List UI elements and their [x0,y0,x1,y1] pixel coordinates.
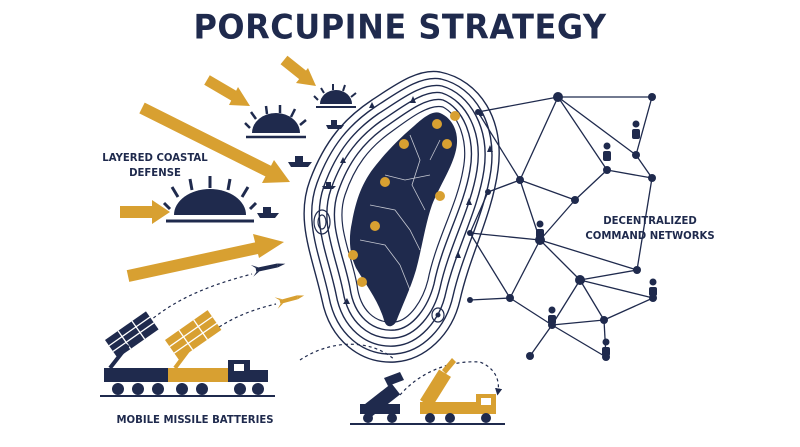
command-node-icon [600,316,608,324]
person-icon [602,338,610,356]
command-node-icon [633,266,641,274]
command-node-icon [575,275,585,285]
command-node-icon [485,189,491,195]
incoming-arrow-icon [126,234,284,282]
page-title: PORCUPINE STRATEGY [193,7,607,47]
incoming-arrow-icon [120,200,170,224]
command-node-icon [571,196,579,204]
network-nodes [467,92,657,361]
incoming-arrow-icon [139,102,290,183]
coastal-defense-label: LAYERED COASTAL DEFENSE [95,150,215,180]
command-node-icon [648,93,656,101]
command-networks-label-line1: DECENTRALIZED [603,214,697,227]
command-node-icon [516,176,524,184]
naval-mines [162,84,357,223]
missile-launcher-truck-icon [104,311,174,395]
defense-contour-rings [303,70,500,363]
person-icon [536,220,544,238]
naval-mine-icon [313,84,357,108]
island [348,111,460,327]
person-icon [649,278,657,296]
coastal-defense-label-line1: LAYERED COASTAL [102,151,208,164]
command-node-icon [526,352,534,360]
defense-site-markers [348,111,460,287]
missile-launcher-truck-icon [165,310,268,395]
missile-icon [250,263,286,277]
incoming-arrow-icon [280,55,316,86]
command-networks-label-line2: COMMAND NETWORKS [585,229,715,242]
naval-mine-icon [162,176,258,223]
command-networks-label: DECENTRALIZED COMMAND NETWORKS [576,213,723,243]
defense-site-marker-icon [348,111,460,287]
missile-icon [274,295,305,309]
missile-launchers-left [100,310,275,397]
patrol-boat-icon [326,120,344,129]
person-icon [603,142,611,161]
missile-launcher-truck-icon [420,358,496,423]
missile-launchers-center [350,358,505,425]
network-links [469,96,654,358]
command-node-icon [553,92,563,102]
naval-mine-icon [244,105,307,139]
incoming-arrow-icon [204,75,250,106]
command-node-icon [506,294,514,302]
command-node-icon [632,151,640,159]
missiles [250,263,305,309]
missile-launcher-truck-icon [360,372,404,423]
coastal-defense-label-line2: DEFENSE [129,166,181,179]
person-icon [548,306,556,324]
command-node-icon [475,109,481,115]
command-node-icon [603,166,611,174]
command-network [467,92,657,361]
command-node-icon [467,230,473,236]
command-node-icon [467,297,473,303]
incoming-arrows [120,55,316,282]
patrol-boat-icon [257,207,279,218]
command-node-icon [648,174,656,182]
missile-batteries-label: MOBILE MISSILE BATTERIES [116,413,274,426]
patrol-boat-icon [288,156,312,167]
person-icon [632,120,640,139]
personnel-icons [536,120,657,356]
